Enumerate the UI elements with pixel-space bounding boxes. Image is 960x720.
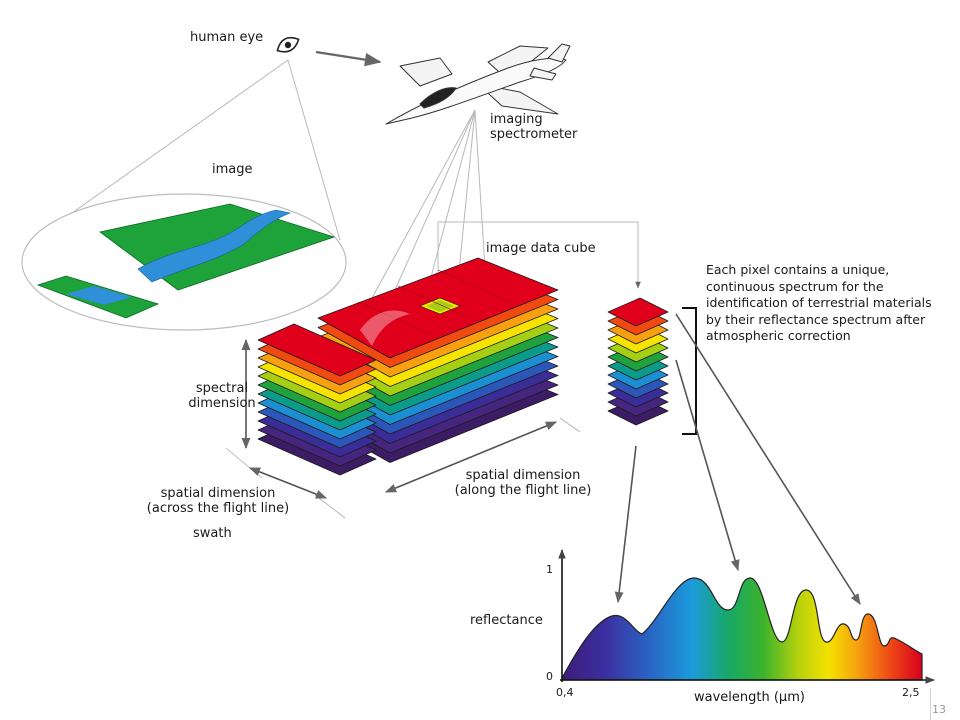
selected-pixel-core bbox=[426, 300, 454, 312]
human-eye-icon bbox=[276, 36, 300, 53]
page-number: 13 bbox=[932, 703, 946, 716]
y-tick-1: 1 bbox=[546, 563, 553, 576]
plot-y-label: reflectance bbox=[470, 613, 543, 628]
cube-top-grid-line-1 bbox=[357, 301, 431, 335]
label-spatial-across: spatial dimension (across the flight lin… bbox=[146, 486, 290, 516]
pixel-bracket bbox=[682, 307, 697, 435]
image-data-cube-main bbox=[317, 257, 559, 463]
airplane-icon bbox=[385, 43, 571, 125]
y-tick-0: 0 bbox=[546, 670, 553, 683]
cube-highlight-swoosh bbox=[360, 310, 410, 346]
page-number-frame bbox=[930, 688, 960, 720]
image-lens bbox=[21, 193, 347, 331]
spatial-across-arrow bbox=[248, 467, 328, 499]
label-image-data-cube: image data cube bbox=[486, 241, 596, 256]
pixel-to-spectrum-arrows bbox=[614, 313, 861, 605]
image-strip-water bbox=[66, 286, 132, 305]
label-spatial-along: spatial dimension (along the flight line… bbox=[454, 468, 592, 498]
image-river bbox=[137, 209, 292, 283]
plot-x-label: wavelength (µm) bbox=[694, 690, 805, 705]
eye-to-plane-arrow bbox=[315, 50, 382, 67]
pixel-layer-1 bbox=[607, 297, 669, 327]
spectrum-curve bbox=[561, 577, 923, 681]
image-data-cube-front-slice bbox=[257, 323, 377, 476]
pixel-spectrum-note: Each pixel contains a unique, continuous… bbox=[706, 262, 932, 343]
cube-to-pixel-connector bbox=[437, 221, 641, 312]
label-human-eye: human eye bbox=[190, 30, 264, 45]
spatial-along-arrow bbox=[384, 421, 558, 493]
cube-top-grid-line-3 bbox=[437, 269, 511, 303]
guide-lines-right bbox=[559, 417, 581, 433]
label-imaging-spectrometer: imaging spectrometer bbox=[490, 112, 578, 142]
cube-front-layer-1 bbox=[257, 323, 377, 377]
label-spectral-dimension: spectral dimension bbox=[188, 381, 256, 411]
cube-top-grid-line-2 bbox=[397, 285, 471, 319]
label-image: image bbox=[212, 162, 253, 177]
label-swath: swath bbox=[193, 526, 232, 541]
pixel-spectrum-column bbox=[607, 297, 669, 426]
reflectance-spectrum-plot bbox=[558, 549, 935, 684]
x-tick-end: 2,5 bbox=[902, 686, 920, 699]
x-tick-start: 0,4 bbox=[556, 686, 574, 699]
projection-lines bbox=[47, 59, 488, 313]
